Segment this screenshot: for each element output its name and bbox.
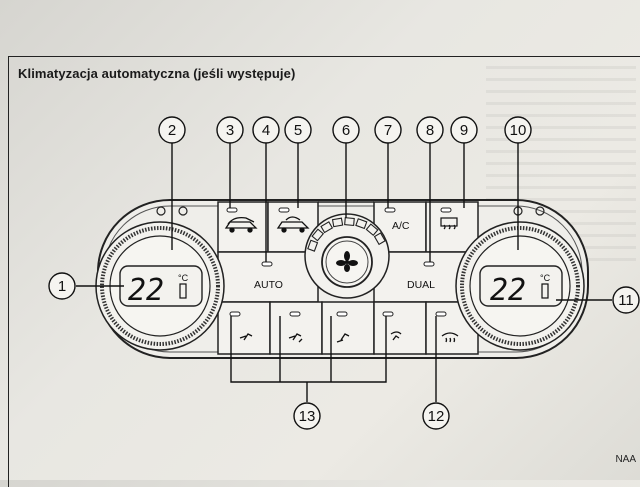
section-frame — [8, 56, 640, 487]
callout-12: 12 — [428, 408, 445, 425]
mode-face-button[interactable] — [217, 301, 271, 355]
callout-circles — [48, 116, 640, 430]
face-foot-vent-icon — [288, 333, 303, 343]
callout-3: 3 — [226, 122, 234, 139]
right-temp-knob[interactable] — [455, 221, 585, 351]
foot-defrost-icon — [390, 331, 402, 341]
callout-8: 8 — [426, 122, 434, 139]
right-temp-value: 22 — [490, 273, 526, 308]
callout-13: 13 — [299, 408, 316, 425]
auto-button[interactable] — [217, 251, 319, 303]
ac-label: A/C — [392, 220, 410, 232]
mode-face-foot-button[interactable] — [269, 301, 323, 355]
callout-10: 10 — [510, 122, 527, 139]
leader-lines — [76, 140, 612, 402]
face-vent-icon — [239, 333, 253, 341]
callout-7: 7 — [384, 122, 392, 139]
fresh-air-car-icon — [276, 216, 310, 233]
callout-9: 9 — [460, 122, 468, 139]
callout-4: 4 — [262, 122, 270, 139]
fan-icon — [336, 251, 358, 272]
fresh-air-button[interactable] — [267, 201, 319, 253]
foot-vent-icon — [336, 333, 350, 343]
auto-label: AUTO — [254, 279, 283, 291]
left-temp-unit: °C — [178, 273, 189, 283]
callout-11: 11 — [618, 292, 634, 309]
callout-1: 1 — [58, 278, 66, 295]
dual-label: DUAL — [407, 279, 435, 291]
callout-2: 2 — [168, 122, 176, 139]
recirculation-car-icon — [224, 216, 258, 233]
mode-foot-defrost-button[interactable] — [373, 301, 427, 355]
page-code: NAA — [615, 454, 636, 465]
left-temp-value: 22 — [128, 273, 164, 308]
mode-button-row — [217, 301, 479, 355]
recirc-button[interactable] — [217, 201, 269, 253]
right-temp-unit: °C — [540, 273, 551, 283]
rear-defrost-icon — [440, 217, 458, 230]
mode-foot-button[interactable] — [321, 301, 375, 355]
callout-6: 6 — [342, 122, 350, 139]
section-title: Klimatyzacja automatyczna (jeśli występu… — [18, 66, 296, 81]
callout-5: 5 — [294, 122, 302, 139]
left-temp-knob[interactable] — [95, 221, 225, 351]
windshield-defrost-icon — [441, 332, 459, 343]
rear-defrost-button[interactable] — [425, 201, 479, 253]
